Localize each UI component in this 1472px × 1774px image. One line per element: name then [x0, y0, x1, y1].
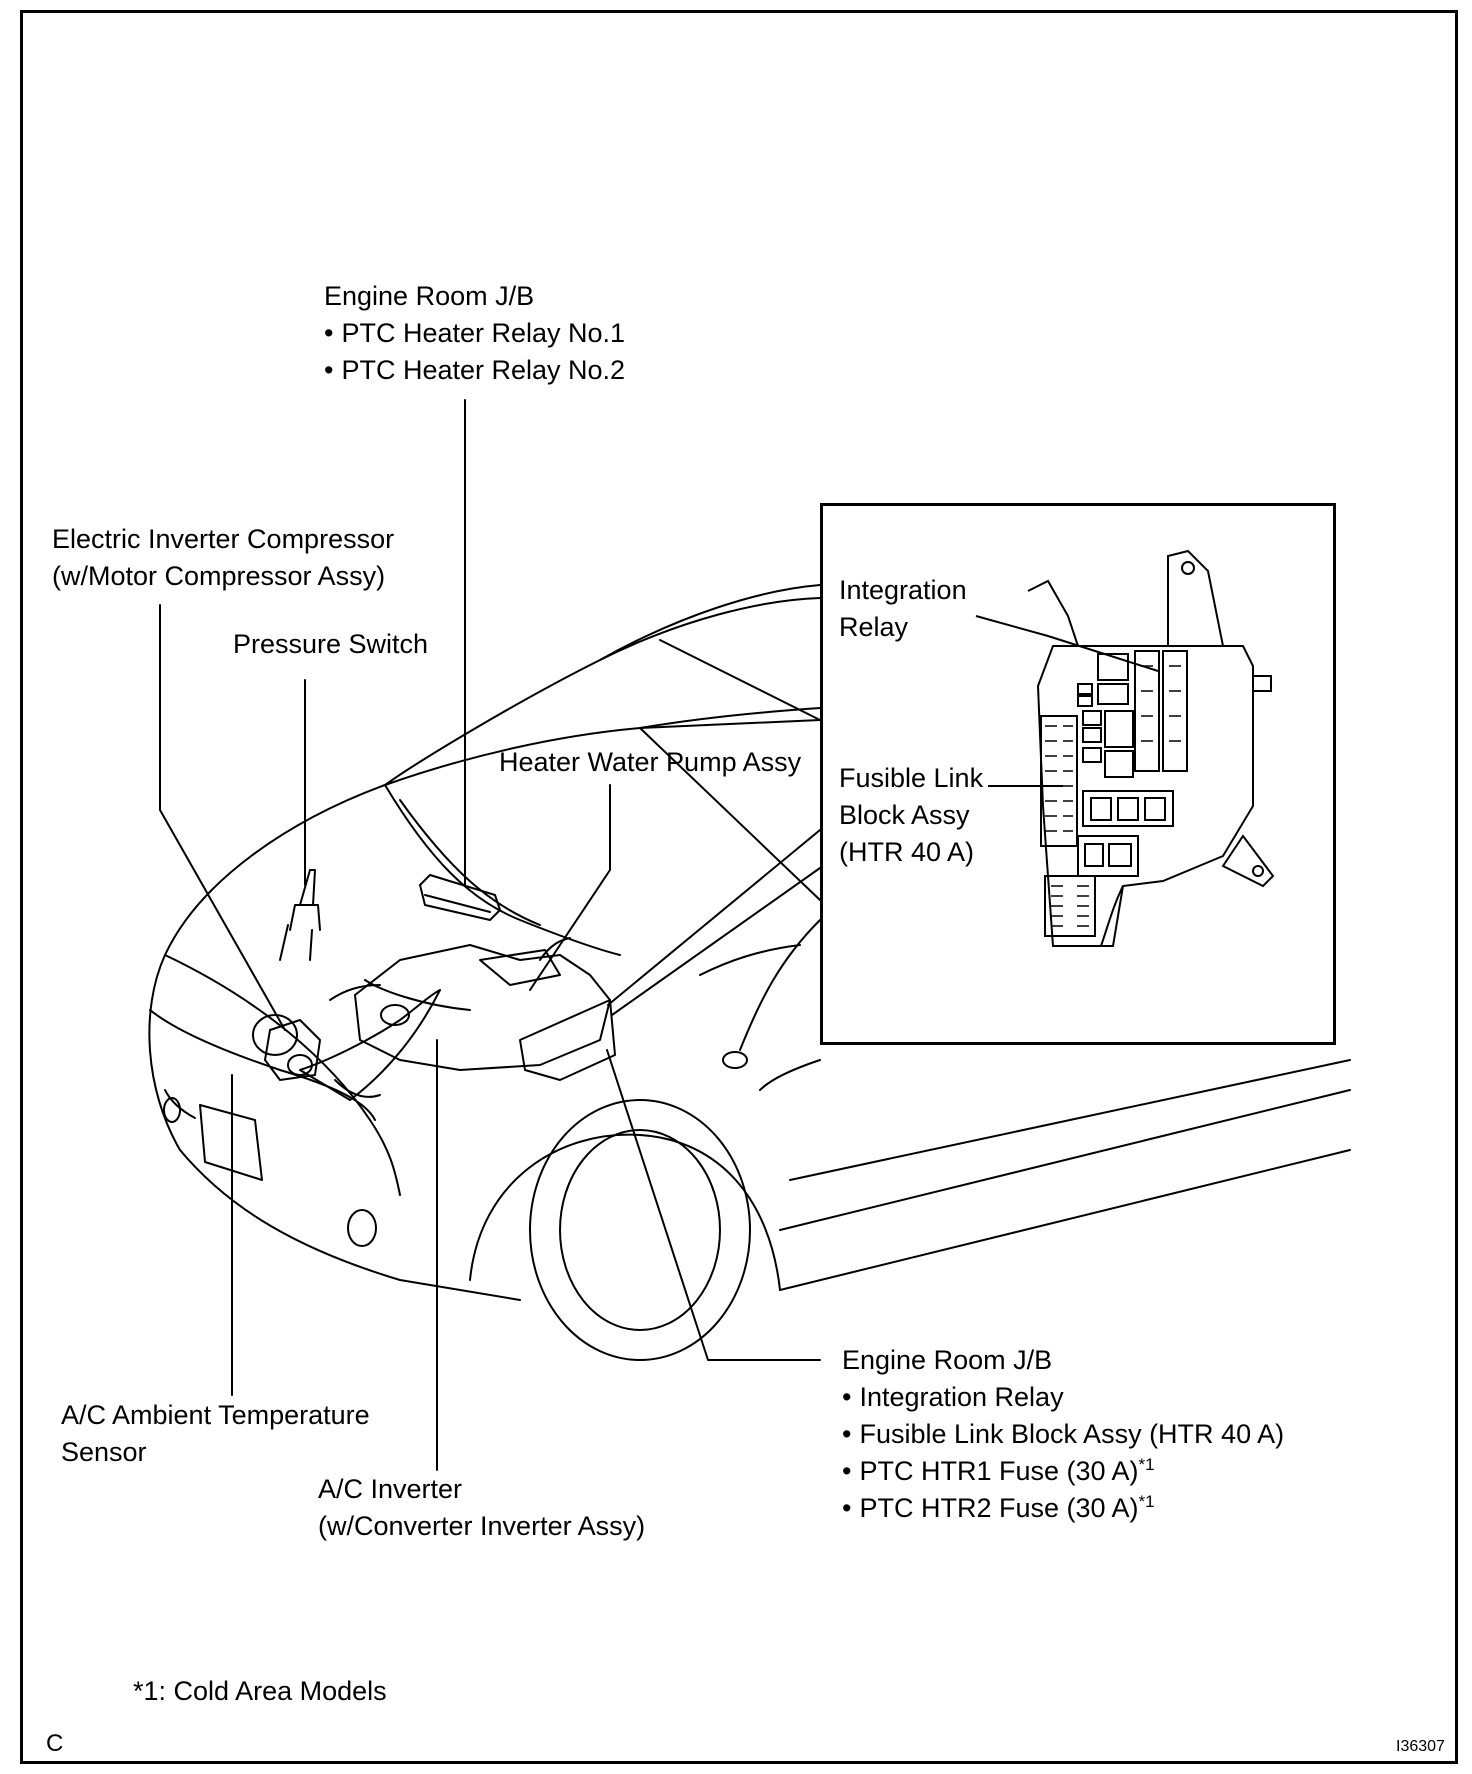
- pressure-switch-label: Pressure Switch: [233, 626, 428, 663]
- engine-room-jb-top-label: Engine Room J/B PTC Heater Relay No.1 PT…: [324, 278, 625, 389]
- leader-lines: [159, 399, 821, 1471]
- item-text: Integration Relay: [859, 1382, 1064, 1412]
- label-line: Fusible Link: [839, 763, 984, 793]
- item-text: PTC HTR1 Fuse (30 A): [859, 1456, 1139, 1486]
- label-item: PTC Heater Relay No.1: [324, 315, 625, 352]
- footnote-marker: *1: [1138, 1455, 1155, 1474]
- inset-detail-box: Integration Relay Fusible Link Block Ass…: [820, 503, 1336, 1045]
- ac-inverter-label: A/C Inverter (w/Converter Inverter Assy): [318, 1471, 645, 1545]
- ambient-temperature-sensor-label: A/C Ambient Temperature Sensor: [61, 1397, 370, 1471]
- label-line: Electric Inverter Compressor: [52, 524, 395, 554]
- label-title: Engine Room J/B: [324, 281, 535, 311]
- item-text: Fusible Link Block Assy (HTR 40 A): [859, 1419, 1285, 1449]
- inset-fusible-link-label: Fusible Link Block Assy (HTR 40 A): [839, 760, 983, 871]
- label-line: Block Assy: [839, 800, 970, 830]
- label-item: PTC HTR2 Fuse (30 A)*1: [842, 1490, 1284, 1527]
- item-text: PTC HTR2 Fuse (30 A): [859, 1493, 1139, 1523]
- label-line: (HTR 40 A): [839, 837, 975, 867]
- label-item: Integration Relay: [842, 1379, 1284, 1416]
- label-line: (w/Motor Compressor Assy): [52, 561, 386, 591]
- label-item: PTC Heater Relay No.2: [324, 352, 625, 389]
- label-line: Relay: [839, 612, 909, 642]
- footnote-text: *1: Cold Area Models: [133, 1676, 387, 1706]
- label-line: Heater Water Pump Assy: [499, 747, 802, 777]
- label-line: A/C Inverter: [318, 1474, 463, 1504]
- engine-room-jb-bottom-label: Engine Room J/B Integration Relay Fusibl…: [842, 1342, 1284, 1527]
- car-body: [148, 584, 1351, 1361]
- junction-block-illustration: [975, 549, 1275, 947]
- engine-components: [252, 869, 616, 1098]
- label-title: Engine Room J/B: [842, 1345, 1053, 1375]
- label-line: Integration: [839, 575, 967, 605]
- figure-code: I36307: [1396, 1738, 1445, 1755]
- label-item: Fusible Link Block Assy (HTR 40 A): [842, 1416, 1284, 1453]
- label-line: (w/Converter Inverter Assy): [318, 1511, 646, 1541]
- footnote: *1: Cold Area Models: [133, 1673, 387, 1710]
- label-line: Pressure Switch: [233, 629, 429, 659]
- footnote-marker: *1: [1138, 1492, 1155, 1511]
- figure-frame: [20, 10, 1458, 1764]
- heater-water-pump-label: Heater Water Pump Assy: [499, 744, 801, 781]
- label-line: Sensor: [61, 1437, 147, 1467]
- inset-integration-relay-label: Integration Relay: [839, 572, 967, 646]
- corner-letter: C: [46, 1730, 64, 1757]
- compressor-label: Electric Inverter Compressor (w/Motor Co…: [52, 521, 394, 595]
- label-item: PTC HTR1 Fuse (30 A)*1: [842, 1453, 1284, 1490]
- label-line: A/C Ambient Temperature: [61, 1400, 370, 1430]
